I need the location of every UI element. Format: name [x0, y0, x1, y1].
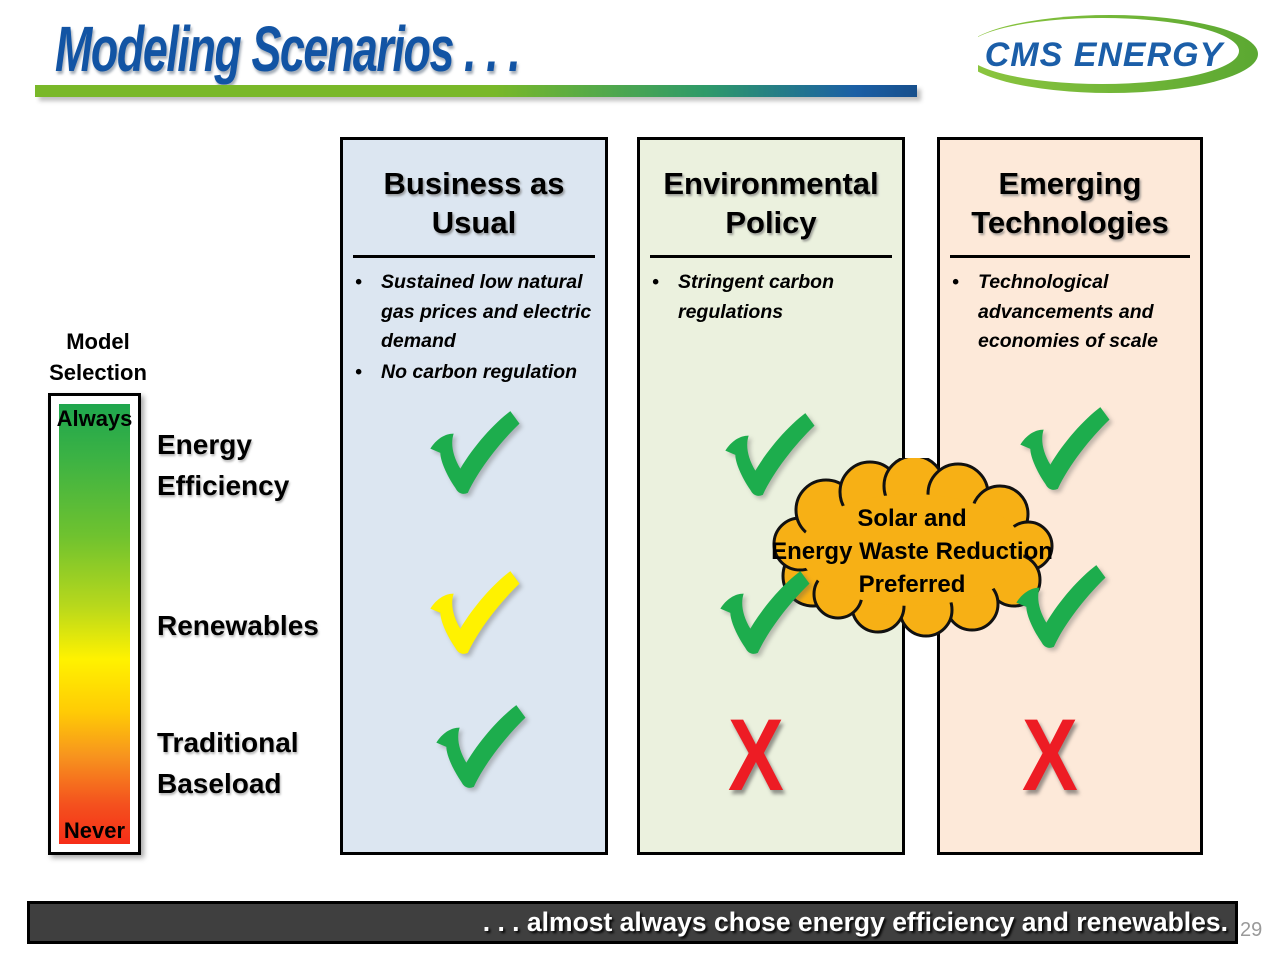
x-mark: X: [1022, 698, 1078, 812]
check-green-icon: [720, 571, 810, 654]
column-title: Emerging Technologies: [971, 166, 1169, 240]
model-selection-label: Model Selection: [49, 329, 147, 385]
scale-never-label: Never: [63, 818, 126, 843]
column-divider: [650, 255, 892, 258]
page-number: 29: [1240, 919, 1263, 941]
row-label-traditional-baseload: Traditional Baseload: [157, 727, 299, 799]
cms-energy-logo: CMS ENERGY: [952, 10, 1267, 100]
preference-cloud-callout: Solar and Energy Waste Reduction Preferr…: [758, 458, 1066, 640]
scenario-column-business-as-usual: Business as Usual Sustained low natural …: [340, 137, 608, 855]
logo-swoosh-icon: CMS ENERGY: [952, 15, 1258, 93]
bullet-list: Sustained low natural gas prices and ele…: [355, 268, 599, 387]
title-underline-bar: [35, 85, 917, 97]
column-divider: [950, 255, 1190, 258]
check-green-icon: [430, 411, 520, 494]
column-divider: [353, 255, 595, 258]
bullet-item: No carbon regulation: [355, 358, 599, 388]
row-label-renewables: Renewables: [157, 610, 319, 641]
slide-title: Modeling Scenarios . . .: [55, 13, 521, 85]
footer-banner: . . . almost always chose energy efficie…: [27, 901, 1238, 944]
check-green-icon: [1016, 565, 1106, 648]
bullet-item: Stringent carbon regulations: [652, 268, 896, 327]
row-label-energy-efficiency: Energy Efficiency: [157, 429, 290, 501]
cloud-shape-icon: [772, 458, 1054, 638]
cloud-text: Solar and Energy Waste Reduction Preferr…: [758, 458, 1066, 640]
model-selection-scale: Always Never: [48, 393, 141, 855]
column-title: Environmental Policy: [663, 166, 879, 240]
cloud-text-line: Energy Waste Reduction: [771, 537, 1053, 565]
logo-text: CMS ENERGY: [985, 36, 1226, 74]
column-title: Business as Usual: [383, 166, 565, 240]
check-yellow-icon: [430, 571, 520, 654]
cloud-text-line: Solar and: [857, 504, 967, 532]
bullet-item: Sustained low natural gas prices and ele…: [355, 268, 599, 357]
bullet-list: Stringent carbon regulations: [652, 268, 896, 327]
scale-always-label: Always: [56, 406, 133, 431]
always-never-gradient: [59, 404, 130, 844]
x-mark: X: [728, 698, 784, 812]
check-green-icon: [436, 705, 526, 788]
footer-text: . . . almost always chose energy efficie…: [482, 907, 1228, 937]
cloud-text-line: Preferred: [858, 570, 966, 598]
bullet-list: Technological advancements and economies…: [952, 268, 1194, 357]
bullet-item: Technological advancements and economies…: [952, 268, 1194, 357]
